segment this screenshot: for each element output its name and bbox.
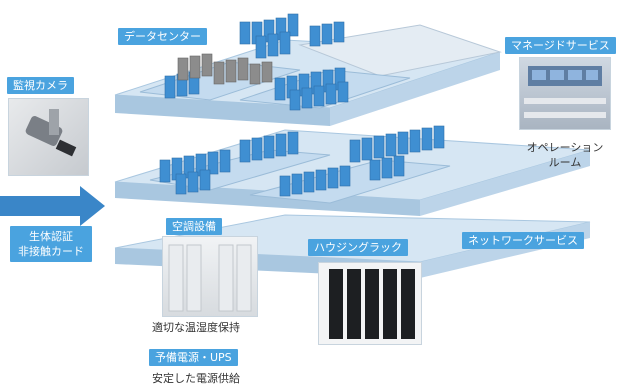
operation-caption-line1: オペレーション bbox=[526, 141, 604, 154]
temperature-caption: 適切な温湿度保持 bbox=[152, 321, 240, 334]
auth-label: 生体認証 非接触カード bbox=[10, 226, 92, 262]
camera-photo bbox=[8, 98, 89, 176]
network-label: ネットワークサービス bbox=[462, 232, 584, 249]
aircon-photo bbox=[162, 236, 258, 317]
operation-caption: オペレーション ルーム bbox=[522, 140, 608, 170]
auth-label-line2: 非接触カード bbox=[18, 245, 84, 258]
camera-label: 監視カメラ bbox=[7, 77, 74, 94]
housing-rack-photo bbox=[318, 262, 422, 345]
operation-room-photo bbox=[519, 57, 611, 130]
server-racks bbox=[159, 13, 445, 197]
power-caption: 安定した電源供給 bbox=[152, 372, 240, 385]
operation-caption-line2: ルーム bbox=[548, 156, 582, 169]
managed-service-label: マネージドサービス bbox=[505, 37, 616, 54]
aircon-label: 空調設備 bbox=[166, 218, 222, 235]
housing-label: ハウジングラック bbox=[308, 239, 408, 256]
ups-label: 予備電源・UPS bbox=[149, 349, 238, 366]
datacenter-label: データセンター bbox=[118, 28, 207, 45]
auth-label-line1: 生体認証 bbox=[29, 230, 73, 243]
gray-racks bbox=[177, 53, 273, 85]
access-arrow bbox=[0, 186, 105, 226]
